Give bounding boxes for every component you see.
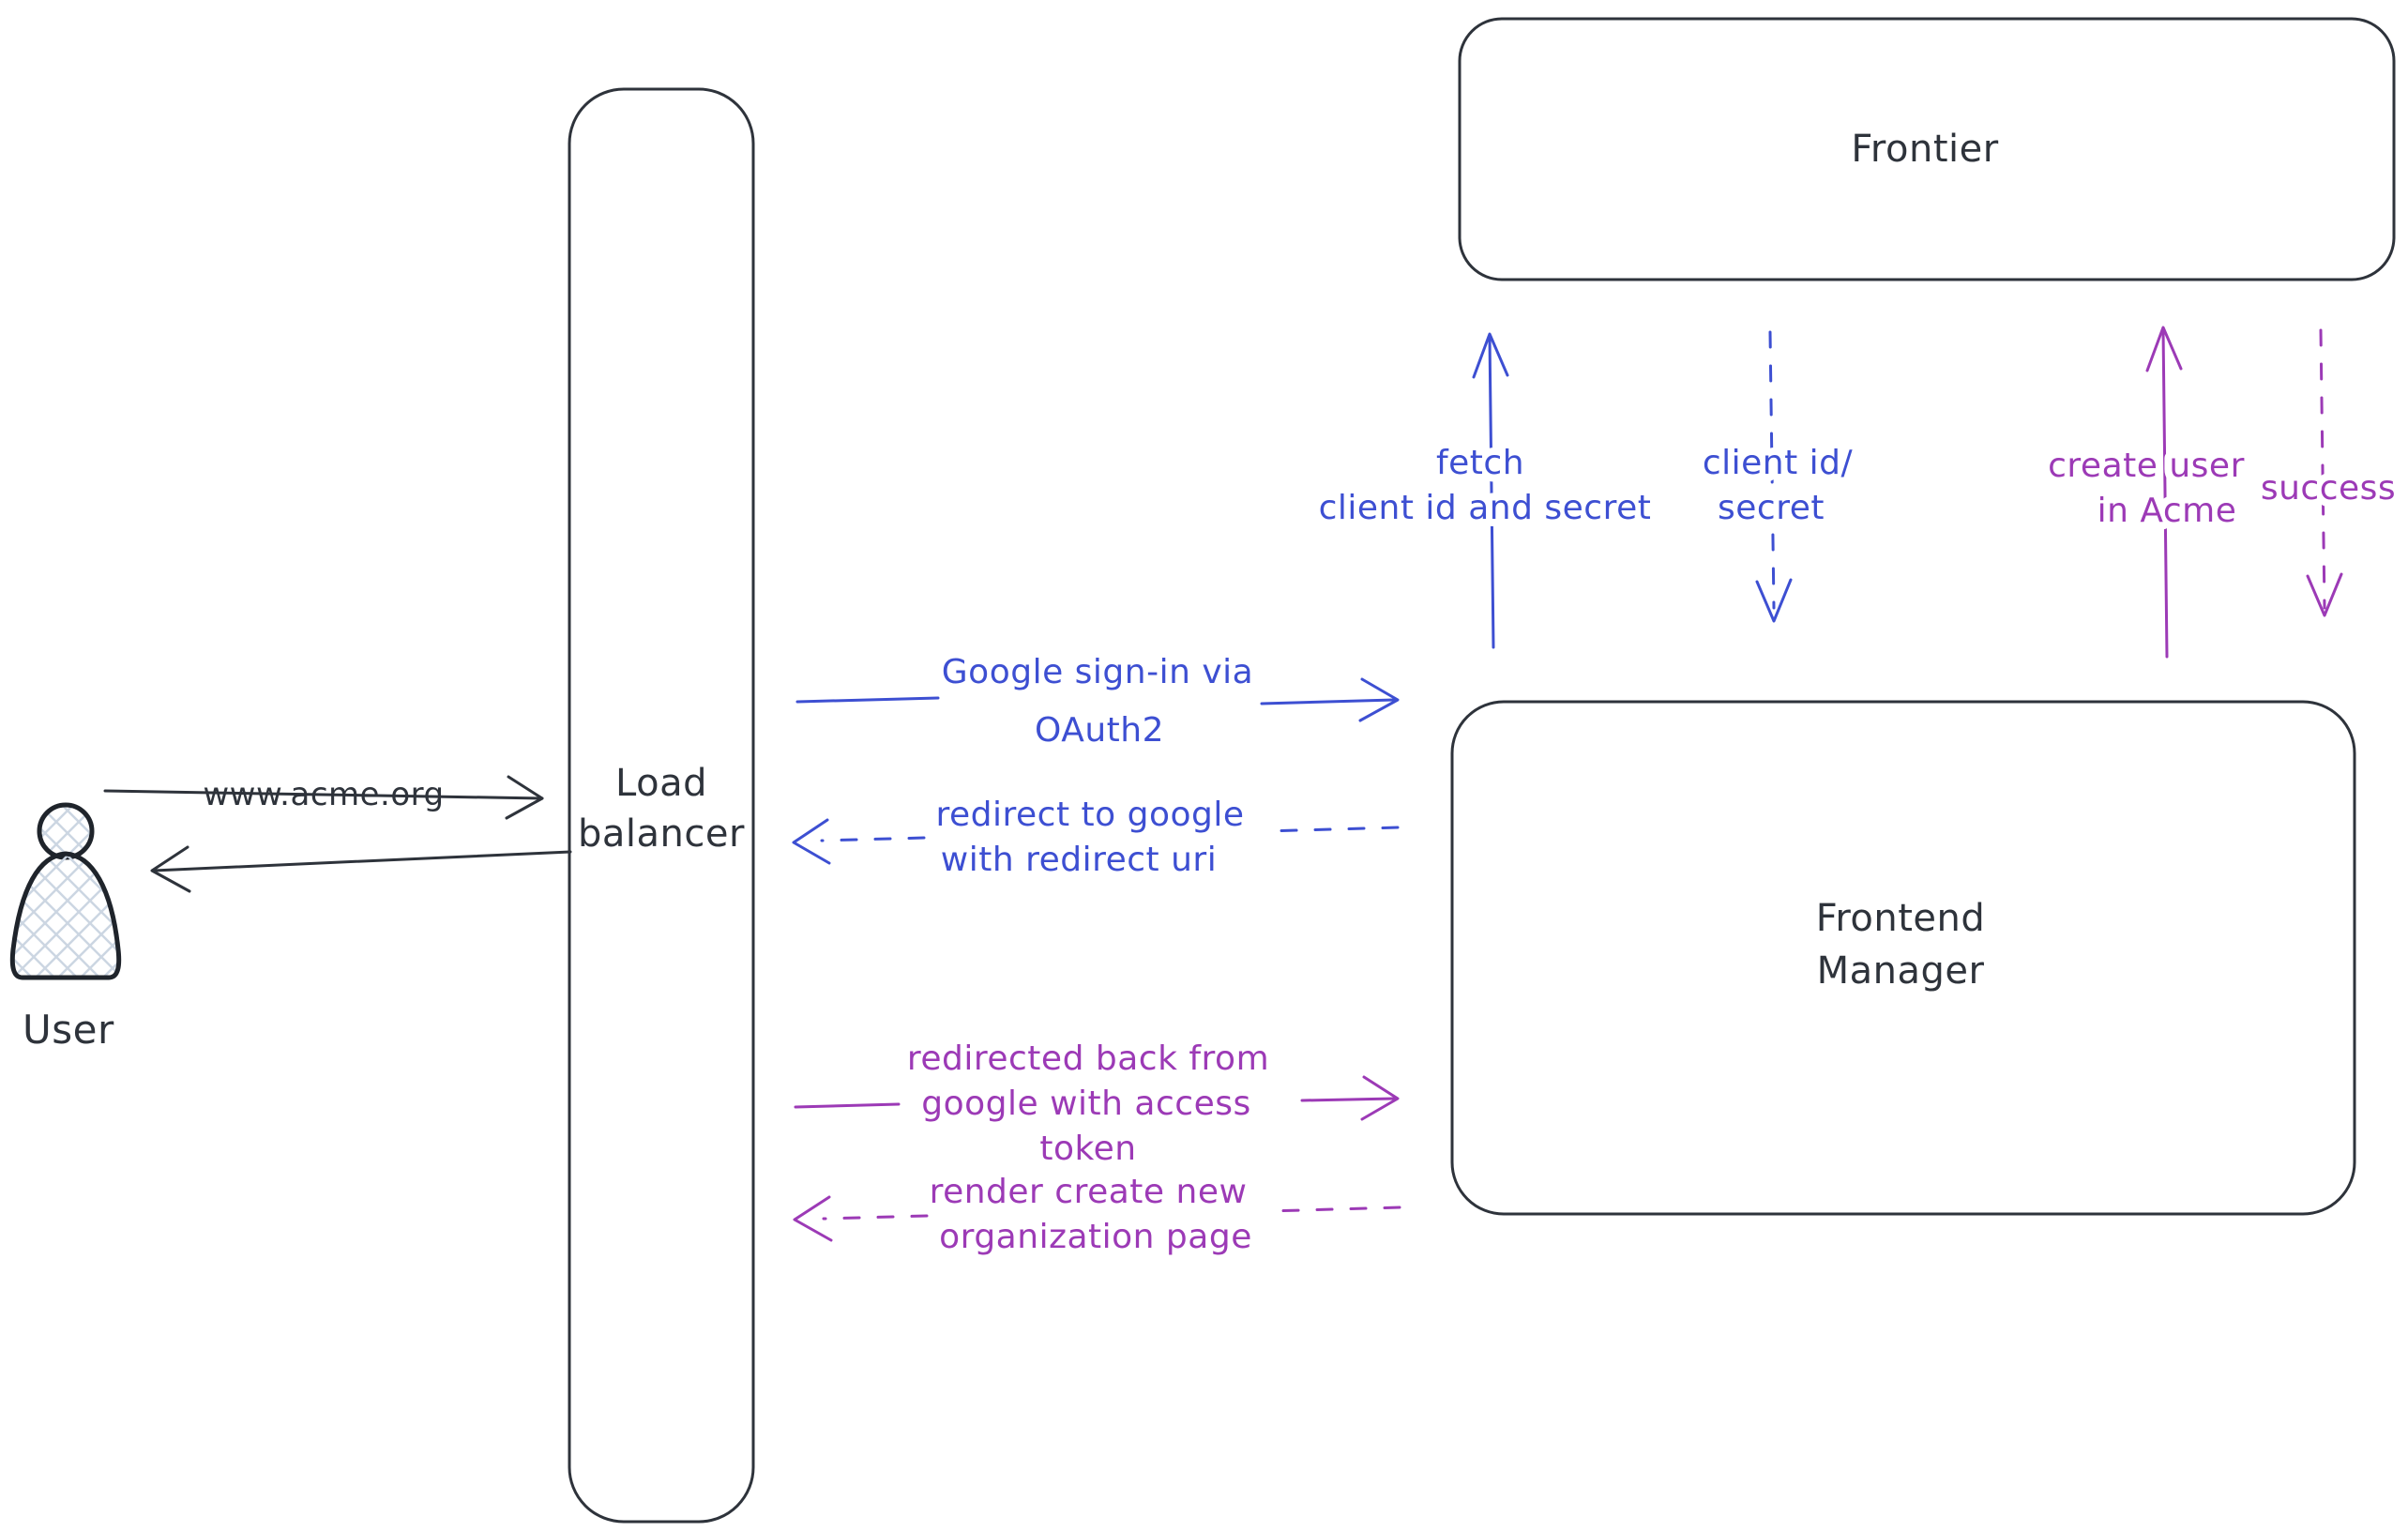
client-id-arrowhead <box>1755 578 1793 623</box>
render-org-label-line2: organization page <box>939 1218 1252 1256</box>
google-signin-label-line2: OAuth2 <box>1035 711 1164 750</box>
google-signin-line-left <box>795 696 940 704</box>
fetch-line <box>1488 334 1495 649</box>
edge-render-new-org: render create new organization page <box>793 1173 1401 1256</box>
redirect-line-right <box>1263 826 1400 833</box>
frontend-manager-label-line1: Frontend <box>1816 897 1986 940</box>
redirect-line-left <box>820 836 926 842</box>
fetch-label-line2: client id and secret <box>1319 489 1652 527</box>
redirected-back-label-line3: token <box>1039 1130 1136 1168</box>
frontier-node: Frontier <box>1458 17 2396 281</box>
fetch-arrowhead <box>1472 332 1509 379</box>
frontend-manager-label-line2: Manager <box>1817 949 1985 993</box>
redirected-back-label-line2: google with access <box>921 1085 1250 1123</box>
render-org-line-left <box>822 1214 929 1221</box>
load-balancer-label-line2: balancer <box>578 812 745 856</box>
acme-request-line <box>103 789 544 800</box>
render-org-arrowhead <box>793 1195 833 1242</box>
render-org-label-line1: render create new <box>930 1173 1248 1211</box>
acme-request-arrowhead <box>505 775 544 820</box>
create-user-line <box>2161 326 2169 659</box>
acme-response-arrowhead <box>150 845 191 893</box>
success-label: success <box>2261 469 2396 508</box>
redirect-arrowhead <box>792 818 831 865</box>
create-user-arrowhead <box>2145 326 2183 372</box>
user-node: User <box>9 802 122 1053</box>
redirect-label-line2: with redirect uri <box>941 841 1217 879</box>
edge-google-signin: Google sign-in via OAuth2 <box>795 653 1400 750</box>
create-user-label-line1: create user <box>2048 447 2245 485</box>
redirected-back-line-left <box>794 1102 901 1109</box>
load-balancer-node: Load balancer <box>568 87 755 1524</box>
acme-request-label: www.acme.org <box>203 776 444 813</box>
edge-redirect-to-google: redirect to google with redirect uri <box>792 796 1400 879</box>
user-icon <box>37 802 95 860</box>
redirect-label-line1: redirect to google <box>935 796 1244 834</box>
client-id-label-line1: client id/ <box>1703 444 1854 482</box>
user-label: User <box>23 1007 114 1053</box>
edge-success: success <box>2253 328 2403 617</box>
edge-create-user: create user in Acme <box>2040 326 2251 659</box>
acme-response-line <box>152 850 572 872</box>
redirected-back-line-right <box>1300 1097 1396 1102</box>
success-line <box>2319 328 2326 610</box>
fetch-label-line1: fetch <box>1436 444 1524 482</box>
edge-acme-request: www.acme.org <box>103 775 544 820</box>
edge-acme-response <box>150 845 572 893</box>
frontier-box <box>1458 17 2396 281</box>
frontier-label: Frontier <box>1851 128 1998 171</box>
load-balancer-box <box>568 87 755 1524</box>
user-icon-body <box>9 851 122 980</box>
render-org-line-right <box>1266 1206 1401 1213</box>
client-id-line <box>1768 330 1776 610</box>
frontend-manager-box <box>1450 700 2356 1216</box>
google-signin-line-right <box>1260 698 1396 705</box>
create-user-label-line2: in Acme <box>2098 492 2237 530</box>
redirected-back-arrowhead <box>1360 1075 1400 1121</box>
client-id-label-line2: secret <box>1718 489 1825 527</box>
load-balancer-label-line1: Load <box>615 762 707 805</box>
redirected-back-label-line1: redirected back from <box>907 1039 1269 1078</box>
edge-fetch-client-id: fetch client id and secret <box>1311 332 1658 649</box>
edge-client-id-secret: client id/ secret <box>1695 330 1860 623</box>
google-signin-arrowhead <box>1358 677 1400 722</box>
edge-redirected-back: redirected back from google with access … <box>794 1039 1400 1168</box>
google-signin-label-line1: Google sign-in via <box>942 653 1253 691</box>
frontend-manager-node: Frontend Manager <box>1450 700 2356 1216</box>
success-arrowhead <box>2306 572 2343 617</box>
